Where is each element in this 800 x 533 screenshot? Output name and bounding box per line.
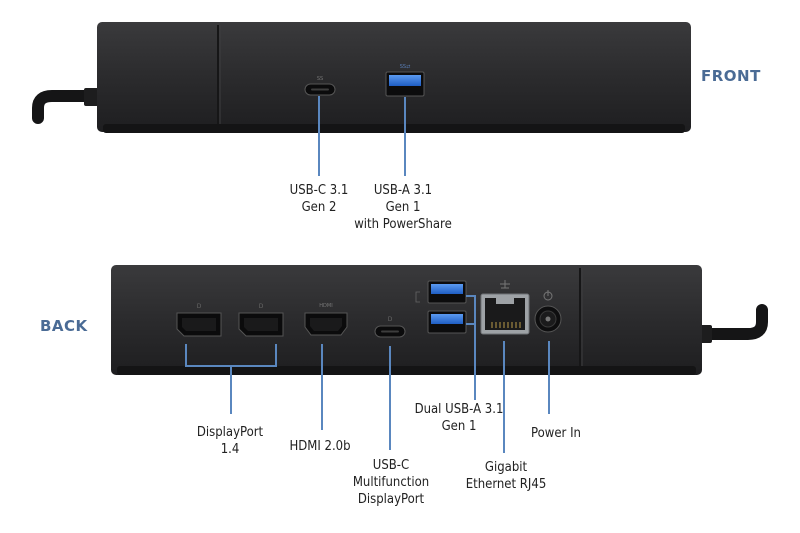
back-dock: D D HDMI D — [111, 265, 768, 453]
front-usb-a-port: SS⇄ — [385, 64, 425, 97]
svg-text:HDMI: HDMI — [319, 303, 332, 309]
callout-usb-c-multifunction: USB-C Multifunction DisplayPort — [352, 458, 430, 507]
front-cable-strain-relief — [84, 88, 100, 106]
power-in-port — [534, 290, 562, 333]
svg-text:SS: SS — [317, 76, 323, 82]
callout-displayport: DisplayPort 1.4 — [196, 425, 264, 457]
front-section-label: FRONT — [701, 67, 761, 85]
svg-text:D: D — [259, 303, 264, 310]
front-dock: SS SS⇄ — [32, 22, 691, 176]
hdmi-port: HDMI — [304, 303, 348, 336]
callout-ethernet: Gigabit Ethernet RJ45 — [465, 460, 547, 492]
back-dock-base — [117, 366, 696, 375]
svg-text:D: D — [388, 316, 393, 323]
back-section-label: BACK — [40, 317, 88, 335]
dual-usb-a-ports — [415, 280, 467, 334]
displayport-port-2: D — [238, 303, 284, 337]
callout-power-in: Power In — [531, 426, 581, 441]
front-dock-base — [103, 124, 685, 133]
back-cable — [694, 304, 768, 340]
svg-text:D: D — [197, 303, 202, 310]
network-icon — [500, 280, 510, 289]
back-usb-c-port: D — [374, 316, 406, 338]
leader-line-dual-usb-a — [466, 295, 476, 325]
back-dock-body — [111, 265, 702, 375]
power-symbol-icon — [543, 290, 553, 301]
callout-front-usb-a: USB-A 3.1 Gen 1 with PowerShare — [354, 183, 452, 232]
callout-front-usb-c: USB-C 3.1 Gen 2 — [289, 183, 349, 215]
front-cable — [32, 90, 104, 124]
callout-dual-usb-a: Dual USB-A 3.1 Gen 1 — [414, 402, 504, 434]
front-usb-c-port: SS — [304, 76, 336, 96]
callout-hdmi: HDMI 2.0b — [289, 439, 351, 454]
svg-text:SS⇄: SS⇄ — [400, 64, 411, 70]
displayport-port-1: D — [176, 303, 222, 337]
ethernet-rj45-port — [480, 280, 530, 335]
